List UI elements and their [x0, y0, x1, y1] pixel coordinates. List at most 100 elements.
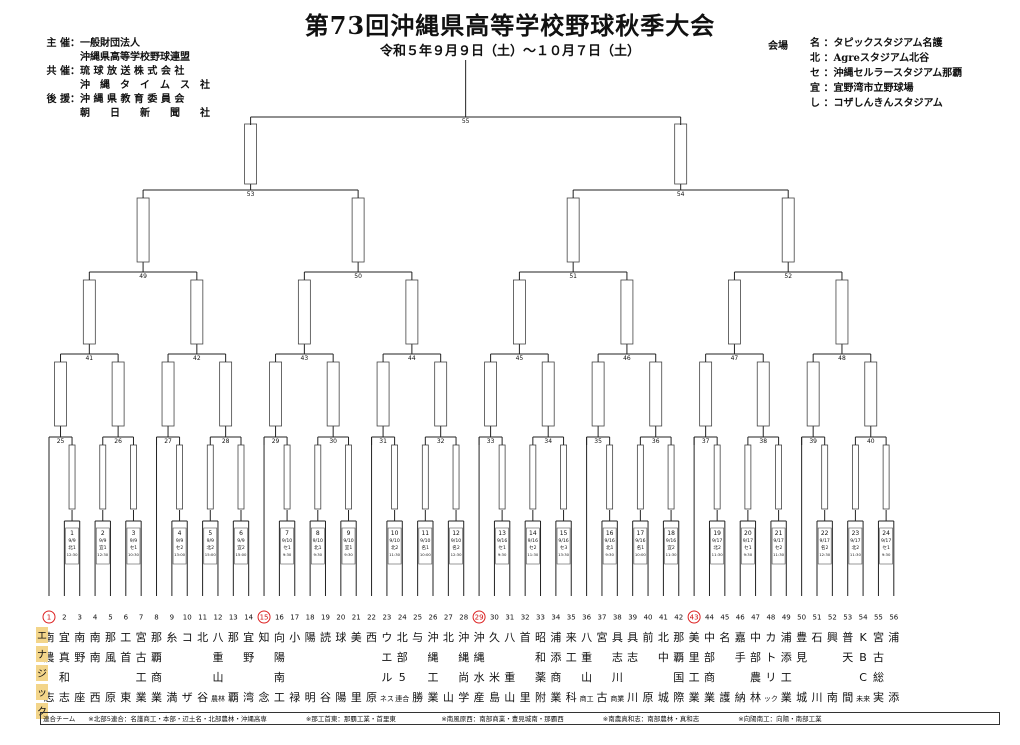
r1-schedule-box [95, 527, 110, 565]
r1-result-box [452, 444, 460, 510]
team-name-char: 八 [581, 631, 592, 644]
team-name-char: 具 [627, 631, 638, 644]
team-name-char: 那 [673, 631, 684, 644]
team-name-char: ト [765, 651, 776, 664]
r1-game-time: 13:30 [558, 552, 570, 557]
r3-result-box [82, 279, 96, 345]
r4-result-box [136, 197, 150, 263]
team-number: 56 [889, 614, 898, 622]
seed-team-number: 15 [260, 614, 269, 622]
r1-game-venue: 名1 [637, 544, 645, 551]
team-name-char: C [859, 671, 867, 684]
team-name-char: 縄 [474, 650, 485, 664]
r2-result-box [541, 361, 555, 427]
r1-schedule-box [817, 527, 832, 565]
r1-game-time: 15:00 [236, 552, 248, 557]
team-number: 48 [766, 614, 775, 622]
r1-result-box [99, 444, 107, 510]
r1-game-number: 1 [70, 530, 74, 537]
team-name-char: 工 [428, 671, 439, 684]
r4-game-number: 51 [569, 273, 577, 280]
seed-team-number: 29 [475, 614, 484, 622]
r1-schedule-box [280, 527, 294, 565]
r2-result-box [649, 361, 663, 427]
team-name-char: K [859, 631, 867, 644]
seed-circle [42, 610, 56, 624]
team-name-char: B [859, 651, 867, 664]
team-name-char: 間 [842, 691, 853, 704]
r1-game-number: 6 [239, 530, 243, 537]
r2-game-number: 34 [544, 438, 552, 445]
r1-game-venue: 北2 [207, 544, 215, 551]
team-name-char: 農 [44, 650, 55, 664]
team-name-char: 工 [274, 691, 285, 704]
r1-game-time: 9:30 [882, 552, 891, 557]
team-name-char: 護 [719, 690, 730, 704]
seed-label-char: ジ [37, 669, 47, 680]
r2-game-number: 27 [164, 438, 172, 445]
team-name-char: 真 [59, 650, 70, 664]
r3-game-number: 45 [516, 355, 524, 362]
team-number: 24 [398, 614, 407, 622]
team-name-char: 業 [550, 691, 561, 704]
team-number: 5 [108, 614, 112, 622]
team-name-char: 普 [842, 630, 853, 644]
team-name-char: コ [182, 631, 193, 644]
team-number: 20 [336, 614, 345, 622]
team-name-char: 川 [612, 671, 623, 684]
organizer-cohost: 共 催：琉 球 放 送 株 式 会 社 [40, 65, 185, 79]
team-name-char: 美 [351, 631, 362, 644]
team-name-char: 川 [812, 691, 823, 704]
team-name-char: 北 [443, 631, 454, 644]
team-name-char: 工 [566, 651, 577, 664]
venue-ginowan: 宜 ：宜野湾市立野球場 [810, 83, 914, 94]
r1-game-time: 9:30 [344, 552, 353, 557]
r1-game-time: 15:00 [205, 552, 217, 557]
r1-game-time: 9:30 [314, 552, 323, 557]
support-line1: 沖 縄 県 教 育 委 員 会 [80, 94, 185, 105]
team-name-char: 湾 [243, 690, 254, 704]
team-name-char: 宮 [136, 630, 147, 644]
r1-game-number: 14 [529, 530, 537, 537]
r1-result-box [852, 444, 859, 510]
team-name-char: 与 [412, 631, 423, 644]
r3-result-box [190, 279, 204, 345]
r1-game-time: 11:30 [666, 552, 678, 557]
r2-game-number: 30 [329, 438, 337, 445]
team-name-char: 満 [166, 691, 177, 704]
r4-result-box [351, 197, 365, 263]
r1-game-date: 9/10 [282, 538, 292, 544]
r1-game-number: 11 [421, 530, 429, 537]
r1-game-time: 13:00 [174, 552, 186, 557]
r1-game-date: 9/16 [497, 538, 507, 544]
r3-result-box [728, 279, 741, 345]
r2-game-number: 25 [57, 438, 65, 445]
r3-game-number: 43 [301, 355, 309, 362]
team-name-char: ウ [381, 631, 392, 644]
team-number: 22 [367, 614, 376, 622]
team-name-char: 尚 [458, 670, 469, 684]
team-name-char: 名 [719, 630, 730, 644]
r1-game-date: 9/10 [420, 538, 430, 544]
r1-game-time: 9:30 [498, 552, 507, 557]
r1-schedule-box [387, 527, 402, 565]
r1-result-box [68, 444, 76, 510]
r1-schedule-box [449, 527, 463, 565]
team-name-char: 添 [550, 650, 561, 664]
team-name-char: 糸 [166, 631, 177, 644]
team-name-char: 工 [689, 671, 700, 684]
r4-game-number: 52 [784, 273, 792, 280]
organizer-host-line2: 沖縄県高等学校野球連盟 [80, 52, 190, 63]
seed-label-bg [36, 646, 48, 662]
r2-result-box [54, 361, 67, 427]
team-name-char: 陽 [274, 651, 285, 664]
sf-game-number: 53 [247, 191, 255, 198]
team-number: 30 [490, 614, 499, 622]
team-name-char: 来 [566, 631, 577, 644]
r1-schedule-box [741, 527, 755, 565]
r1-schedule-box [495, 527, 509, 565]
team-name-char: 水 [474, 671, 485, 684]
r1-result-box [775, 444, 782, 510]
team-name-char: 陽 [335, 691, 346, 704]
team-number: 12 [213, 614, 222, 622]
